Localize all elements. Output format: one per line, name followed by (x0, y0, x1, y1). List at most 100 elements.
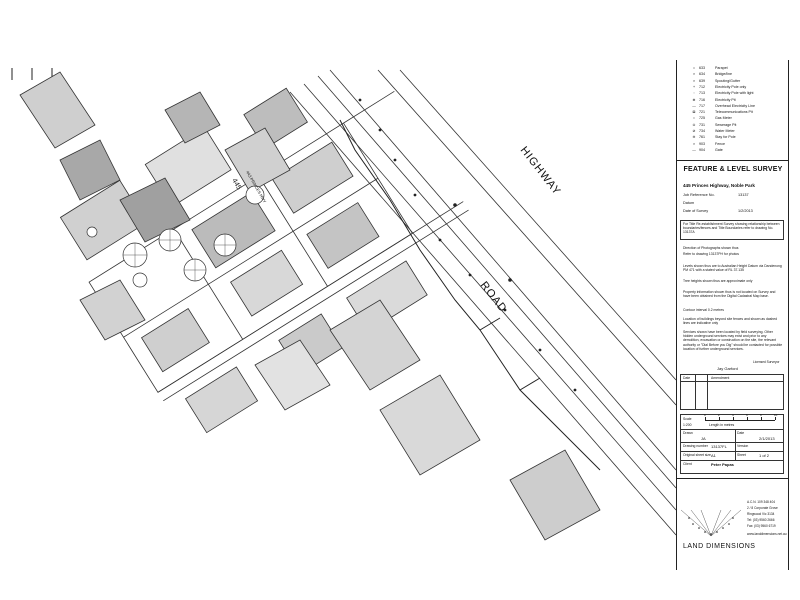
legend-label: Gate (715, 147, 723, 152)
legend-code: 716 (699, 97, 705, 102)
scale-tick (747, 417, 748, 420)
legend-label: Gas Meter (715, 116, 732, 121)
legend-label: Parapet (715, 66, 728, 70)
legend-label: Water Meter (715, 129, 735, 133)
legend-row: ×639 Spouting/Gutter (689, 79, 740, 84)
legend-code: 634 (699, 72, 705, 77)
datum-field: Datum (683, 201, 695, 205)
legend-code: 633 (699, 66, 705, 70)
site-address: 445 Princes Highway, Noble Park (683, 183, 755, 188)
legend-row: —717 Overhead Electricity Line (689, 104, 755, 109)
scale-tick (705, 417, 706, 420)
legend-code: 761 (699, 135, 705, 140)
legend-symbol: • (693, 66, 695, 70)
scale-tick-label: 8 (760, 413, 762, 417)
legend-label: Telecommunications Pit (715, 110, 753, 115)
contour-note: Contour interval 0.2 metres (683, 308, 724, 312)
legend-row: ⊕716 Electricity Pit (689, 97, 736, 103)
scale-tick-label: 10 (774, 413, 778, 417)
sheet-border (788, 60, 789, 570)
legend-code: 717 (699, 103, 705, 108)
company-fax: Fax: (03) 9560 6719 (747, 524, 776, 528)
legend-code: 725 (699, 116, 705, 121)
legend-row: • 633 Parapet (689, 66, 728, 71)
legend-symbol: — (692, 147, 696, 152)
legend-label: Electricity Pit (715, 97, 736, 102)
legend-code: 903 (699, 141, 705, 146)
survey-date-field: Date of Survey 1/2/2013 (683, 209, 753, 213)
legend-code: 712 (699, 84, 705, 89)
company-acn: A.C.N. 109 348 404 (747, 500, 775, 504)
legend-row: ⊖761 Stay for Pole (689, 135, 736, 140)
building-note: Location of buildings beyond site fences… (683, 317, 778, 326)
drawn-date: 2/1/2013 (759, 436, 775, 441)
scale-tick (761, 417, 762, 420)
scale-tick-label: 6 (746, 413, 748, 417)
legend-symbol: × (692, 78, 696, 83)
company-phone: Tel: (03) 9560 2666 (747, 518, 775, 522)
client-name: Peter Papas (711, 462, 734, 467)
legend-label: Overhead Electricity Line (715, 103, 755, 108)
road-label-road: ROAD (478, 279, 509, 315)
legend-label: Fence (715, 141, 725, 146)
legend-symbol: ⊖ (692, 135, 696, 140)
amendment-table: Date Amendment (680, 374, 784, 410)
company-name: LAND DIMENSIONS (683, 543, 756, 550)
legend-code: 721 (699, 110, 705, 115)
scale-tick-label: 0 (704, 413, 706, 417)
legend-label: Stay for Pole (715, 135, 736, 140)
legend-row: ×634 Bridge/line (689, 72, 732, 77)
legend-symbol: ⊠ (692, 110, 696, 115)
legend-row: ⊠721 Telecommunications Pit (689, 110, 753, 115)
legend-symbol: ⊙ (692, 122, 696, 127)
scale-bar-line (705, 420, 775, 421)
legend-symbol: ◦ (693, 91, 695, 96)
levels-note: Levels shown thus are to Australian Heig… (683, 264, 782, 273)
site-plan: HIGHWAY ROAD 445 443 PRINCES HWY (11, 68, 676, 541)
legend-row: +712 Electricity Pole only (689, 85, 746, 90)
legend-symbol: — (692, 103, 696, 108)
road-label-highway: HIGHWAY (518, 144, 563, 197)
tree-note: Tree heights shown thus are approximate … (683, 279, 753, 283)
sheet-number: 1 of 2 (759, 453, 770, 458)
company-website: www.landdimensions.net.au (747, 532, 787, 536)
legend-symbol: + (692, 84, 696, 89)
legend-row: ⊙731 Sewerage Pit (689, 123, 736, 128)
legend-row: ⊘734 Water Meter (689, 129, 735, 134)
company-address-2: Ringwood Vic 3134 (747, 512, 775, 516)
scale-tick (719, 417, 720, 420)
photo-ref-note: Refer to drawing 13137PH for photos (683, 252, 739, 256)
legend-code: 713 (699, 91, 705, 96)
legend-label: Spouting/Gutter (715, 78, 741, 83)
drawing-number: 13137FL (711, 444, 727, 449)
legend-code: 734 (699, 129, 705, 133)
legend-row: —904 Gate (689, 148, 723, 153)
legend-symbol: ⊕ (692, 97, 696, 102)
legend-label: Bridge/line (715, 72, 732, 77)
scale-tick-label: 2 (718, 413, 720, 417)
legend-label: Electricity Pole only (715, 84, 747, 89)
legend-symbol: × (692, 72, 696, 77)
drawing-title: FEATURE & LEVEL SURVEY (683, 166, 783, 173)
legend-code: 731 (699, 122, 705, 127)
company-logo (681, 509, 741, 537)
legend-code: 639 (699, 78, 705, 83)
legend-row: ×903 Fence (689, 142, 725, 147)
lot-number-label: 445 (230, 178, 242, 192)
title-note-box: For Title Re-establishment Survey showin… (680, 220, 784, 240)
surveyor-name: Jay Garford (717, 366, 738, 371)
photo-note: Direction of Photographs shown thus (683, 246, 739, 250)
legend-symbol: ⊘ (692, 129, 696, 133)
legend-label: Sewerage Pit (715, 122, 737, 127)
legend-row: ○725 Gas Meter (689, 116, 732, 121)
services-note: Services shown have been located by fiel… (683, 330, 783, 351)
legend-symbol: × (692, 141, 696, 146)
legend-code: 904 (699, 147, 705, 152)
legend-symbol: ○ (692, 116, 696, 121)
surveyor-role: Licensed Surveyor (753, 360, 780, 364)
company-address-1: 2 / 8 Corporate Grove (747, 506, 778, 510)
